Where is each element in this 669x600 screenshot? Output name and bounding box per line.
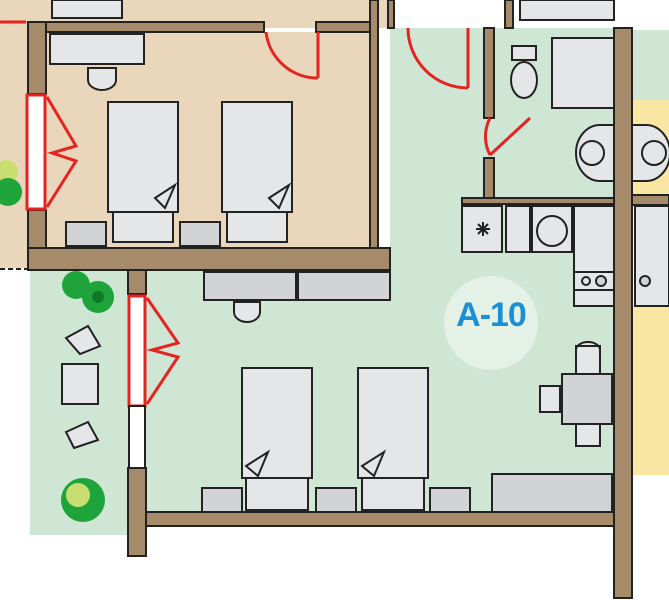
walls [27, 0, 669, 599]
window-sash-living [145, 297, 181, 405]
window-bedroom [25, 93, 47, 211]
kitchen [461, 205, 669, 307]
furniture-bedroom [49, 0, 293, 247]
neighbor-room-3 [632, 30, 669, 100]
balcony-furniture [61, 324, 102, 450]
plant-icon [0, 160, 114, 522]
furniture-living [201, 271, 613, 513]
unit-label: A-10 [456, 296, 527, 334]
unit-badge [444, 276, 538, 370]
neighbor-room-2 [632, 305, 669, 475]
door-bedroom [264, 31, 320, 80]
window-sash-bedroom [45, 96, 79, 208]
door-entrance [406, 27, 470, 90]
bathroom-fixtures [510, 0, 669, 182]
window-living [127, 294, 147, 408]
door-bathroom [483, 116, 532, 157]
window-living-fixed [128, 405, 146, 469]
room-left-strip [0, 28, 30, 268]
